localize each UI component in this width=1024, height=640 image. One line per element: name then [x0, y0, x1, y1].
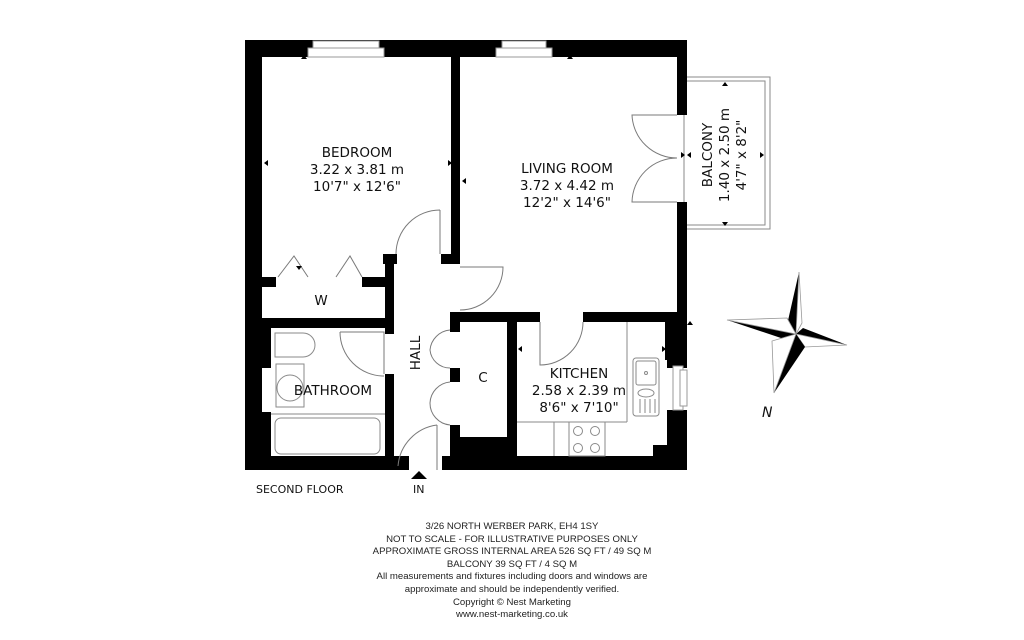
kitchen-label: KITCHEN 2.58 x 2.39 m 8'6" x 7'10" — [532, 366, 626, 416]
svg-text:3.72 x 4.42 m: 3.72 x 4.42 m — [520, 178, 614, 194]
bathroom-label: BATHROOM — [294, 383, 372, 399]
exterior-walls — [245, 40, 687, 470]
bedroom-window — [307, 40, 385, 58]
bathtub — [274, 417, 381, 455]
balcony-label: BALCONY 1.40 x 2.50 m 4'7" x 8'2" — [700, 108, 750, 202]
svg-text:KITCHEN: KITCHEN — [550, 366, 609, 382]
svg-text:BALCONY: BALCONY — [700, 122, 716, 187]
balcony-area: BALCONY 39 SQ FT / 4 SQ M — [446, 558, 578, 570]
svg-text:4'7" x 8'2": 4'7" x 8'2" — [734, 120, 750, 191]
living-room-window — [495, 40, 553, 58]
svg-text:1.40 x 2.50 m: 1.40 x 2.50 m — [717, 108, 733, 202]
svg-text:2.58 x 2.39 m: 2.58 x 2.39 m — [532, 383, 626, 399]
living-room-label: LIVING ROOM 3.72 x 4.42 m 12'2" x 14'6" — [520, 161, 614, 211]
interior-walls — [262, 57, 683, 470]
wardrobe-label: W — [314, 293, 327, 309]
entrance-arrow-icon — [411, 471, 427, 479]
footer-notes: 3/26 NORTH WERBER PARK, EH4 1SY NOT TO S… — [300, 521, 724, 622]
address: 3/26 NORTH WERBER PARK, EH4 1SY — [425, 521, 599, 532]
measurement-markers — [264, 55, 764, 461]
disclaimer-line-2: approximate and should be independently … — [404, 583, 620, 595]
kitchen-sink — [632, 357, 660, 417]
floor-label: SECOND FLOOR — [256, 483, 344, 496]
bathroom-fixtures — [271, 332, 385, 455]
svg-text:BEDROOM: BEDROOM — [322, 145, 392, 161]
toilet — [274, 332, 316, 358]
kitchen-window — [672, 365, 688, 411]
compass-icon — [726, 271, 848, 394]
svg-text:8'6" x 7'10": 8'6" x 7'10" — [539, 400, 618, 416]
bedroom-label: BEDROOM 3.22 x 3.81 m 10'7" x 12'6" — [310, 145, 404, 195]
kitchen-fixtures — [517, 322, 660, 457]
copyright: Copyright © Nest Marketing — [453, 596, 571, 608]
hob — [568, 421, 606, 457]
entrance-label: IN — [413, 483, 424, 496]
cupboard-label: C — [478, 370, 487, 386]
svg-text:3.22 x 3.81 m: 3.22 x 3.81 m — [310, 162, 404, 178]
disclaimer-line-1: All measurements and fixtures including … — [376, 571, 648, 583]
gross-area: APPROXIMATE GROSS INTERNAL AREA 526 SQ F… — [372, 546, 652, 558]
hall-label: HALL — [408, 335, 424, 370]
svg-text:LIVING ROOM: LIVING ROOM — [521, 161, 613, 177]
website-link[interactable]: www.nest-marketing.co.uk — [456, 609, 568, 621]
compass-north-label: N — [762, 405, 773, 421]
svg-text:12'2" x 14'6": 12'2" x 14'6" — [523, 195, 611, 211]
svg-text:10'7" x 12'6": 10'7" x 12'6" — [313, 179, 401, 195]
doors — [277, 114, 678, 470]
sink — [276, 374, 304, 402]
scale-note: NOT TO SCALE - FOR ILLUSTRATIVE PURPOSES… — [386, 533, 638, 545]
